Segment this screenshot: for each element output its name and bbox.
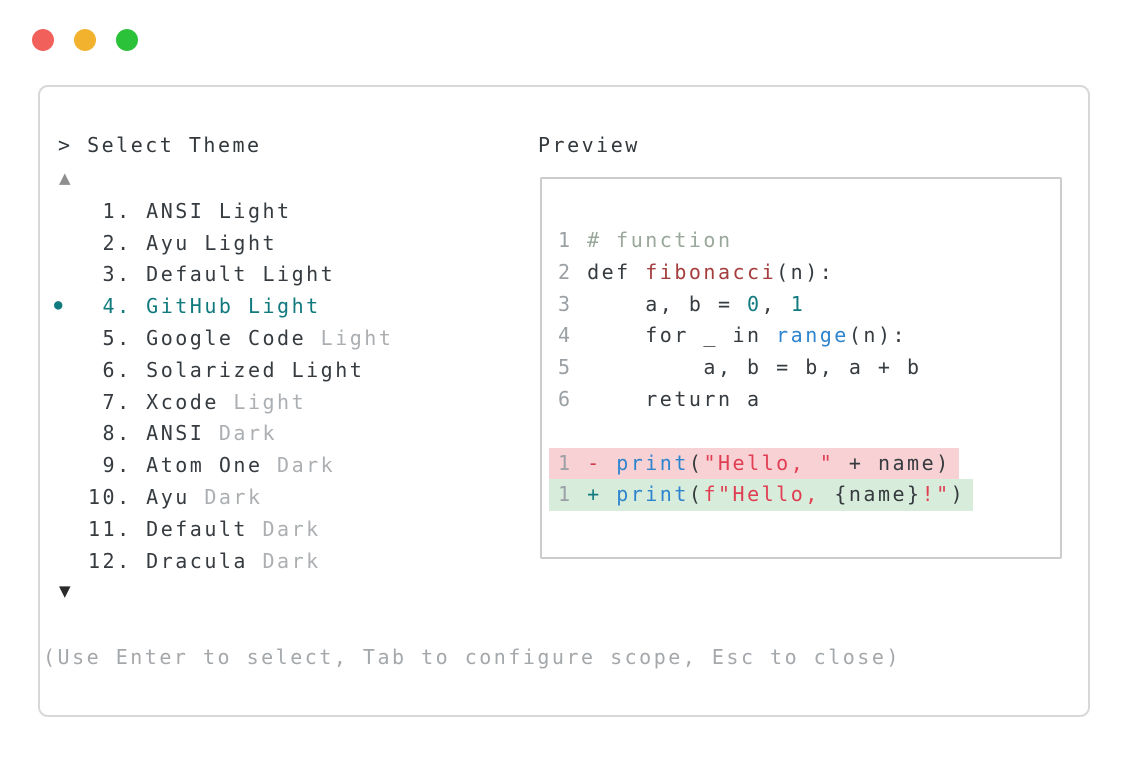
line-number: 1 — [558, 228, 588, 252]
theme-item-ansi-light[interactable]: 1. ANSI Light — [54, 195, 393, 227]
window-controls — [32, 29, 138, 51]
theme-item-label: 7. Xcode — [88, 389, 219, 414]
theme-item-variant-label: Dark — [247, 516, 321, 541]
theme-item-label: 2. Ayu Light — [88, 230, 278, 255]
theme-item-ayu-light[interactable]: 2. Ayu Light — [54, 227, 393, 259]
theme-item-ansi[interactable]: 8. ANSI Dark — [54, 418, 393, 450]
theme-item-variant-label: Dark — [189, 485, 263, 510]
keyboard-hint: (Use Enter to select, Tab to configure s… — [43, 645, 901, 669]
token-num: 1 — [790, 291, 806, 316]
theme-item-solarized-light[interactable]: 6. Solarized Light — [54, 354, 393, 386]
selected-dot-icon: ● — [54, 297, 63, 314]
token-fg: for _ in — [587, 323, 777, 348]
preview-title: Preview — [538, 133, 640, 157]
token-num: 0 — [747, 291, 762, 316]
token-call: range — [776, 323, 849, 348]
token-fg: ) — [950, 482, 966, 507]
diff-sign: - — [587, 450, 617, 475]
theme-item-atom-one[interactable]: 9. Atom One Dark — [54, 449, 393, 481]
minimize-button[interactable] — [74, 29, 96, 51]
token-fg: a, b = b, a + b — [587, 355, 922, 380]
theme-item-github-light[interactable]: ● 4. GitHub Light — [54, 290, 393, 322]
theme-item-label: 8. ANSI — [88, 421, 205, 446]
token-fg: + name) — [834, 450, 951, 475]
token-fg: (n): — [848, 323, 908, 348]
diff-sign: + — [587, 482, 617, 507]
theme-item-variant-label: Light — [218, 389, 307, 414]
theme-item-variant-label: Light — [306, 326, 394, 351]
diff-line-added: 1 + print(f"Hello, {name}!") — [549, 479, 1060, 512]
line-number: 3 — [558, 291, 588, 316]
theme-item-label: 1. ANSI Light — [88, 198, 292, 223]
theme-item-xcode[interactable]: 7. Xcode Light — [54, 386, 393, 418]
theme-item-label: 3. Default Light — [88, 262, 336, 287]
theme-item-default-light[interactable]: 3. Default Light — [54, 259, 393, 291]
token-call: print — [616, 450, 689, 475]
theme-item-label: 10. Ayu — [88, 485, 190, 510]
code-line: 1 # function — [558, 225, 1060, 257]
code-line — [558, 416, 1060, 448]
code-line: 2 def fibonacci(n): — [558, 257, 1060, 289]
theme-item-default[interactable]: 11. Default Dark — [54, 513, 393, 545]
token-comment: # function — [587, 228, 733, 252]
theme-item-label: 5. Google Code — [88, 326, 307, 351]
diff-line-removed: 1 - print("Hello, " + name) — [549, 447, 1060, 480]
token-fg: def — [587, 259, 646, 284]
theme-item-variant-label: Dark — [262, 453, 336, 478]
line-number: 4 — [558, 323, 588, 348]
close-button[interactable] — [32, 29, 54, 51]
theme-item-label: 9. Atom One — [88, 453, 263, 478]
scroll-down-icon[interactable]: ▼ — [59, 582, 71, 600]
theme-item-label: 6. Solarized Light — [88, 357, 365, 382]
line-number: 5 — [558, 355, 588, 380]
token-fg: , — [761, 291, 791, 316]
theme-list: 1. ANSI Light 2. Ayu Light 3. Default Li… — [54, 195, 393, 577]
maximize-button[interactable] — [116, 29, 138, 51]
token-str: !" — [921, 482, 951, 507]
theme-picker-window: > Select Theme ▲ 1. ANSI Light 2. Ayu Li… — [38, 85, 1090, 717]
token-str: "Hello, " — [703, 450, 835, 475]
theme-item-label: 11. Default — [88, 516, 248, 541]
scroll-up-icon[interactable]: ▲ — [59, 169, 71, 187]
code-line: 3 a, b = 0, 1 — [558, 289, 1060, 321]
token-fg: {name} — [834, 482, 922, 507]
token-fg: ( — [688, 450, 704, 475]
theme-item-dracula[interactable]: 12. Dracula Dark — [54, 545, 393, 577]
theme-item-label: 4. GitHub Light — [88, 294, 321, 319]
theme-item-label: 12. Dracula — [88, 548, 248, 573]
line-number: 1 — [558, 450, 588, 475]
token-call: print — [616, 482, 689, 507]
theme-item-variant-label: Dark — [204, 421, 278, 446]
select-theme-prompt: > Select Theme — [58, 133, 262, 157]
line-number: 1 — [558, 482, 588, 507]
code-line: 4 for _ in range(n): — [558, 320, 1060, 352]
line-number: 2 — [558, 259, 588, 284]
line-number: 6 — [558, 386, 588, 411]
theme-item-variant-label: Dark — [247, 548, 321, 573]
theme-item-google-code[interactable]: 5. Google Code Light — [54, 322, 393, 354]
code-line: 5 a, b = b, a + b — [558, 352, 1060, 384]
token-func: fibonacci — [645, 259, 777, 284]
code-line: 6 return a — [558, 384, 1060, 416]
token-fg: (n): — [776, 259, 835, 284]
theme-item-ayu[interactable]: 10. Ayu Dark — [54, 481, 393, 513]
token-fg: return a — [587, 386, 762, 411]
token-fg: a, b = — [587, 291, 748, 316]
token-str: f"Hello, — [703, 482, 835, 507]
token-fg: ( — [688, 482, 704, 507]
